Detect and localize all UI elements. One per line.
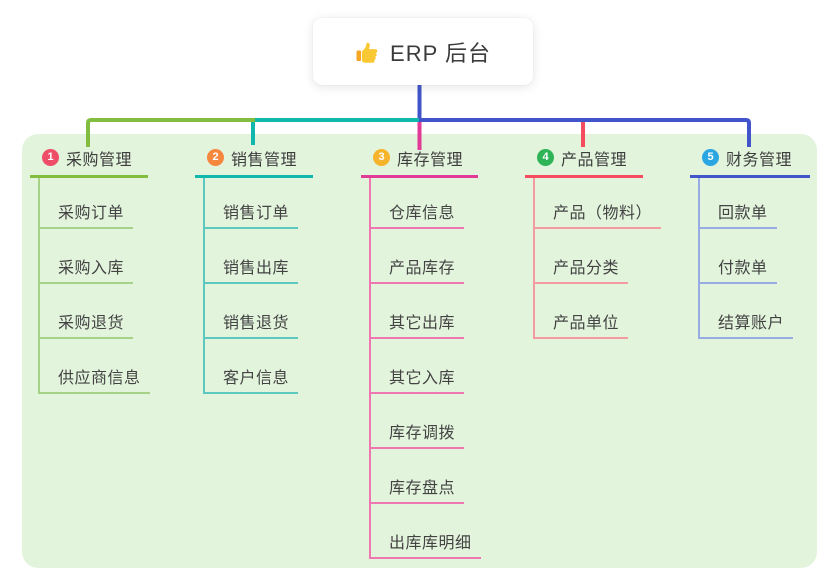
- child-topic[interactable]: 采购退货: [40, 284, 134, 339]
- branch-label: 销售管理: [231, 151, 298, 169]
- branch-children: 仓库信息产品库存其它出库其它入库库存调拨库存盘点出库库明细: [369, 178, 481, 559]
- child-topic[interactable]: 产品（物料）: [535, 178, 662, 229]
- child-topic[interactable]: 销售订单: [205, 178, 299, 229]
- child-topic[interactable]: 库存调拨: [371, 394, 465, 449]
- child-topic[interactable]: 采购订单: [40, 178, 134, 229]
- branch: 1 采购管理 采购订单采购入库采购退货供应商信息: [30, 148, 150, 394]
- child-topic[interactable]: 产品单位: [535, 284, 629, 339]
- child-topic[interactable]: 销售出库: [205, 229, 299, 284]
- child-topic[interactable]: 产品分类: [535, 229, 629, 284]
- branch-children: 回款单付款单结算账户: [698, 178, 810, 339]
- branch-number-badge: 2: [207, 149, 224, 166]
- branch-label: 产品管理: [561, 151, 628, 169]
- branch-label: 财务管理: [726, 151, 793, 169]
- branch: 4 产品管理 产品（物料）产品分类产品单位: [525, 148, 662, 339]
- root-node[interactable]: ERP 后台: [313, 18, 533, 85]
- branch: 2 销售管理 销售订单销售出库销售退货客户信息: [195, 148, 313, 394]
- branch-topic[interactable]: 3 库存管理: [361, 148, 478, 178]
- thumbs-up-icon: [355, 40, 379, 64]
- child-topic[interactable]: 付款单: [700, 229, 777, 284]
- branch-number-badge: 3: [373, 149, 390, 166]
- branch: 5 财务管理 回款单付款单结算账户: [690, 148, 810, 339]
- branches-background-panel: [22, 134, 817, 568]
- child-topic[interactable]: 回款单: [700, 178, 777, 229]
- child-topic[interactable]: 客户信息: [205, 339, 299, 394]
- child-topic[interactable]: 仓库信息: [371, 178, 465, 229]
- branch-label: 采购管理: [66, 151, 133, 169]
- branch-topic[interactable]: 2 销售管理: [195, 148, 313, 178]
- branch-label: 库存管理: [397, 151, 464, 169]
- branch-number-badge: 4: [537, 149, 554, 166]
- child-topic[interactable]: 结算账户: [700, 284, 794, 339]
- branch-children: 销售订单销售出库销售退货客户信息: [203, 178, 313, 394]
- branch-number-badge: 1: [42, 149, 59, 166]
- child-topic[interactable]: 产品库存: [371, 229, 465, 284]
- branch-children: 采购订单采购入库采购退货供应商信息: [38, 178, 150, 394]
- branch-topic[interactable]: 5 财务管理: [690, 148, 810, 178]
- child-topic[interactable]: 其它入库: [371, 339, 465, 394]
- child-topic[interactable]: 销售退货: [205, 284, 299, 339]
- branch-children: 产品（物料）产品分类产品单位: [533, 178, 662, 339]
- child-topic[interactable]: 库存盘点: [371, 449, 465, 504]
- child-topic[interactable]: 采购入库: [40, 229, 134, 284]
- branch-number-badge: 5: [702, 149, 719, 166]
- branch-topic[interactable]: 1 采购管理: [30, 148, 148, 178]
- branch-topic[interactable]: 4 产品管理: [525, 148, 643, 178]
- child-topic[interactable]: 出库库明细: [371, 504, 481, 559]
- branch: 3 库存管理 仓库信息产品库存其它出库其它入库库存调拨库存盘点出库库明细: [361, 148, 481, 559]
- child-topic[interactable]: 其它出库: [371, 284, 465, 339]
- root-title: ERP 后台: [390, 40, 491, 66]
- child-topic[interactable]: 供应商信息: [40, 339, 150, 394]
